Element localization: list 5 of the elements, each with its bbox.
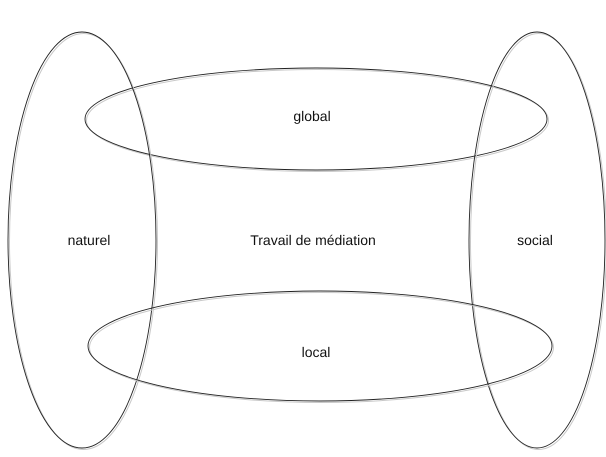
ellipse-label: social bbox=[517, 232, 553, 248]
center-label: Travail de médiation bbox=[250, 232, 376, 248]
ellipse-label: local bbox=[302, 344, 330, 360]
ellipse-label: global bbox=[293, 108, 331, 124]
ellipse-label: naturel bbox=[68, 232, 110, 248]
